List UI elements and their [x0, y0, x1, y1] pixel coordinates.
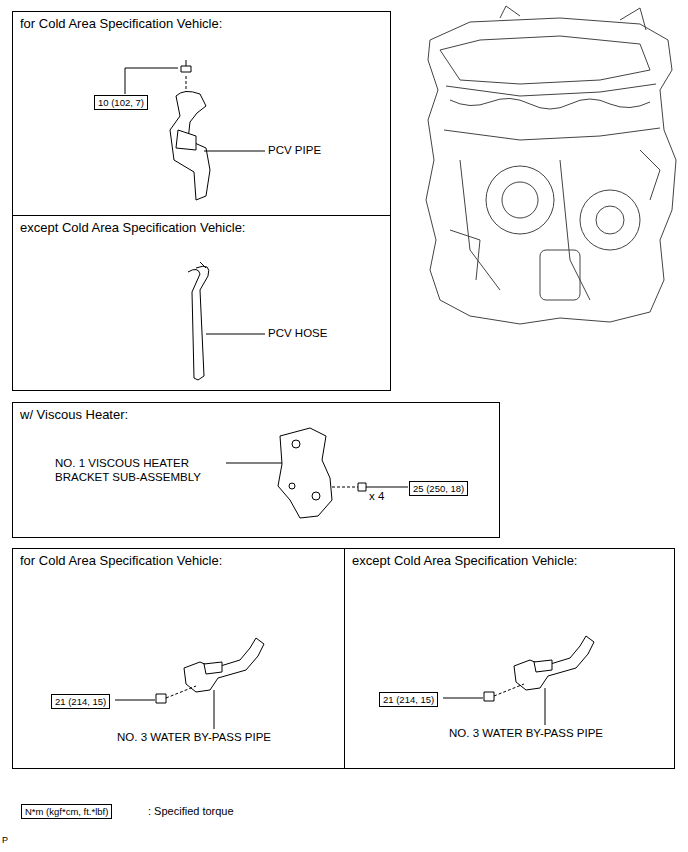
- engine-drawing: [426, 6, 676, 324]
- panel-heading: except Cold Area Specification Vehicle:: [352, 553, 577, 568]
- variant-panel: except Cold Area Specification Vehicle:: [12, 215, 391, 391]
- bracket-drawing: [226, 428, 408, 518]
- torque-value: 21 (214, 15): [383, 694, 434, 705]
- water-pipe-drawing: [115, 636, 594, 729]
- torque-value: N*m (kgf*cm, ft.*lbf): [25, 806, 108, 817]
- panel-heading: for Cold Area Specification Vehicle:: [20, 553, 222, 568]
- part-name: PCV HOSE: [267, 327, 328, 339]
- note-text: : Specified torque: [147, 805, 235, 817]
- torque-box: 21 (214, 15): [379, 692, 438, 707]
- panel-heading: w/ Viscous Heater:: [20, 407, 128, 422]
- note-text: P: [1, 835, 9, 845]
- panel-heading: except Cold Area Specification Vehicle:: [20, 220, 245, 235]
- pcv-hose-drawing: [188, 262, 265, 380]
- quantity-note: x 4: [368, 490, 385, 502]
- torque-box: 21 (214, 15): [51, 694, 110, 709]
- torque-box: 10 (102, 7): [94, 95, 148, 110]
- part-name: NO. 3 WATER BY-PASS PIPE: [448, 727, 604, 739]
- variant-panel: for Cold Area Specification Vehicle: 10 (…: [12, 11, 391, 216]
- pcv-pipe-drawing: [125, 60, 265, 200]
- torque-box: N*m (kgf*cm, ft.*lbf): [21, 804, 112, 819]
- torque-value: 25 (250, 18): [413, 483, 464, 494]
- part-name: PCV PIPE: [267, 144, 322, 156]
- panel-heading: for Cold Area Specification Vehicle:: [20, 16, 222, 31]
- torque-box: 25 (250, 18): [409, 481, 468, 496]
- part-name: NO. 3 WATER BY-PASS PIPE: [116, 731, 272, 743]
- part-name: NO. 1 VISCOUS HEATER BRACKET SUB-ASSEMBL…: [54, 456, 226, 484]
- torque-value: 21 (214, 15): [55, 696, 106, 707]
- torque-value: 10 (102, 7): [98, 97, 144, 108]
